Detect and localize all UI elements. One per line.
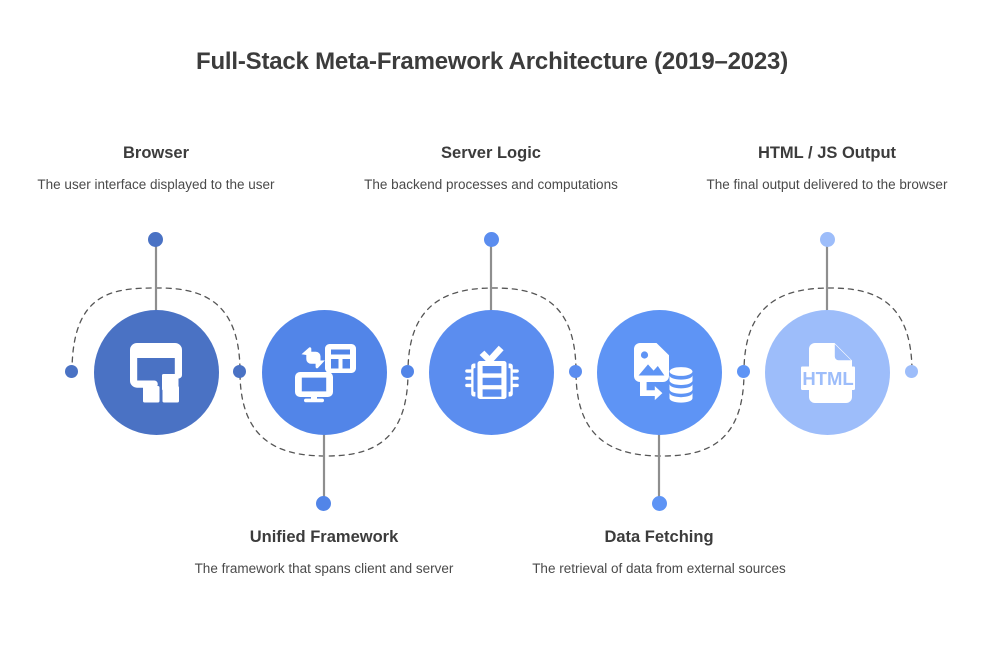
caption-data-fetching: Data Fetching The retrieval of data from… <box>529 528 789 578</box>
caption-desc-html-js-output: The final output delivered to the browse… <box>706 176 948 192</box>
caption-title-browser: Browser <box>122 144 190 162</box>
joint-3-4 <box>569 365 582 378</box>
joint-1-2 <box>233 365 246 378</box>
html-file-icon: HTML <box>797 341 859 405</box>
joint-2-3 <box>401 365 414 378</box>
image-file-database-arrow-icon <box>626 341 694 405</box>
svg-text:HTML: HTML <box>802 368 853 389</box>
joint-start <box>65 365 78 378</box>
node-server-logic[interactable] <box>429 310 554 435</box>
caption-title-html-js-output: HTML / JS Output <box>757 144 897 162</box>
caption-html-js-output: HTML / JS Output The final output delive… <box>697 144 957 194</box>
joint-4-5 <box>737 365 750 378</box>
node-html-js-output[interactable]: HTML <box>765 310 890 435</box>
stem-dot-data-fetching <box>652 496 667 511</box>
caption-title-server-logic: Server Logic <box>441 144 541 162</box>
caption-server-logic: Server Logic The backend processes and c… <box>361 144 621 194</box>
monitor-sync-grid-icon <box>292 341 358 405</box>
browser-window-components-icon <box>124 341 190 405</box>
stem-dot-browser <box>148 232 163 247</box>
page-title: Full-Stack Meta-Framework Architecture (… <box>195 48 789 75</box>
joint-end <box>905 365 918 378</box>
node-data-fetching[interactable] <box>597 310 722 435</box>
stem-dot-server-logic <box>484 232 499 247</box>
caption-desc-unified-framework: The framework that spans client and serv… <box>194 560 454 576</box>
stem-dot-html-js-output <box>820 232 835 247</box>
caption-unified-framework: Unified Framework The framework that spa… <box>194 528 454 578</box>
server-rack-check-icon <box>460 341 524 405</box>
stem-dot-unified-framework <box>316 496 331 511</box>
caption-title-unified-framework: Unified Framework <box>249 528 399 546</box>
node-unified-framework[interactable] <box>262 310 387 435</box>
caption-title-data-fetching: Data Fetching <box>604 528 714 546</box>
caption-desc-server-logic: The backend processes and computations <box>364 176 618 192</box>
caption-desc-browser: The user interface displayed to the user <box>37 176 275 192</box>
node-browser[interactable] <box>94 310 219 435</box>
caption-browser: Browser The user interface displayed to … <box>26 144 286 194</box>
caption-desc-data-fetching: The retrieval of data from external sour… <box>532 560 786 576</box>
dashed-flow-path <box>71 287 913 457</box>
